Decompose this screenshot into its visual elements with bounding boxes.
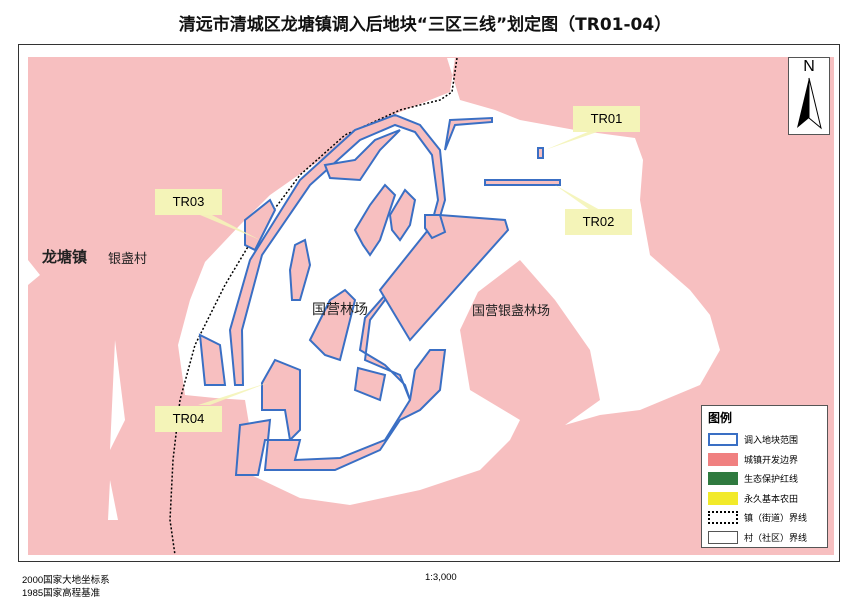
tag-TR03: TR03 (155, 189, 222, 215)
legend-item: 调入地块范围 (708, 430, 821, 450)
legend-item: 生态保护红线 (708, 469, 821, 489)
callout-TR04 (198, 382, 270, 405)
tag-TR02: TR02 (565, 209, 632, 235)
parcel (288, 238, 312, 301)
legend-item: 城镇开发边界 (708, 450, 821, 470)
parcel-TR01 (537, 147, 544, 159)
parcel (353, 183, 397, 257)
eco-swatch (708, 472, 738, 486)
legend-label: 村（社区）界线 (744, 533, 808, 544)
callout-TR02 (555, 185, 600, 210)
callout-TR01 (545, 131, 600, 150)
north-arrow: N (788, 57, 830, 135)
parcel-swatch (708, 433, 738, 447)
parcel (244, 198, 277, 252)
tag-TR04: TR04 (155, 406, 222, 432)
legend-label: 生态保护红线 (744, 475, 799, 486)
village-line-swatch (708, 530, 738, 544)
legend-label: 城镇开发边界 (744, 455, 799, 466)
legend-item: 永久基本农田 (708, 489, 821, 509)
parcel (444, 116, 493, 151)
parcel (234, 349, 447, 476)
town-line-swatch (708, 511, 738, 525)
legend-title: 图例 (708, 411, 733, 425)
forest-label-2: 国营银盏林场 (472, 304, 551, 319)
legend: 图例 调入地块范围 城镇开发边界 生态保护红线 永久基本农田 镇（街道）界线 村… (701, 405, 828, 548)
parcel (424, 214, 447, 240)
legend-label: 镇（街道）界线 (744, 514, 808, 525)
parcel (308, 288, 357, 362)
datum-label: 1985国家高程基准 (22, 588, 101, 599)
parcel (353, 366, 387, 402)
parcel-TR04 (261, 358, 301, 443)
village-label: 银盏村 (108, 252, 148, 267)
town-label: 龙塘镇 (42, 248, 88, 266)
parcel-TR03-ring (228, 113, 447, 401)
crs-label: 2000国家大地坐标系 (22, 575, 110, 586)
callout-TR03 (200, 215, 260, 240)
map-frame (18, 44, 840, 562)
parcel (388, 188, 417, 242)
parcel (323, 129, 401, 182)
forest-label: 国营林场 (312, 302, 368, 318)
legend-item: 村（社区）界线 (708, 528, 821, 548)
map-title: 清远市清城区龙塘镇调入后地块“三区三线”划定图（TR01-04） (178, 15, 672, 35)
legend-item: 镇（街道）界线 (708, 508, 821, 528)
parcel (198, 333, 227, 386)
north-label: N (803, 58, 815, 75)
urban-swatch (708, 452, 738, 466)
north-arrow-icon (797, 77, 822, 130)
legend-label: 永久基本农田 (744, 494, 799, 505)
scale-label: 1:3,000 (425, 572, 457, 583)
farmland-swatch (708, 491, 738, 505)
tag-TR01: TR01 (573, 106, 640, 132)
legend-label: 调入地块范围 (744, 436, 799, 447)
parcel-TR02 (484, 179, 561, 186)
